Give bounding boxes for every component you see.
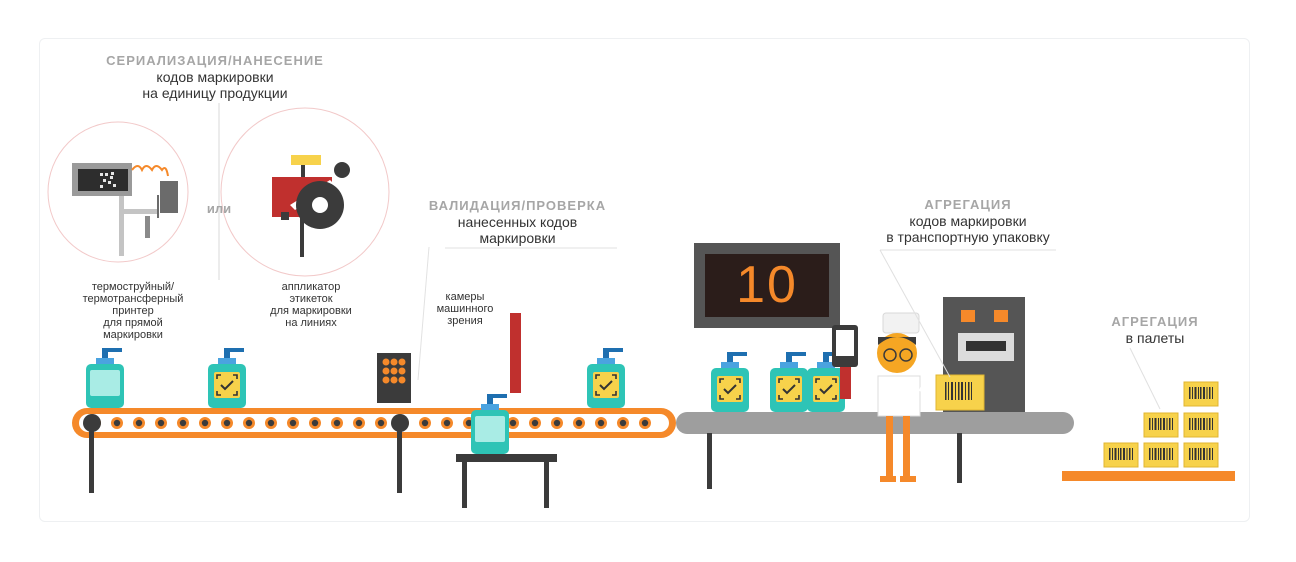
applicator-caption-line: на линиях [285,317,337,330]
serialization-line2: на единицу продукции [142,85,288,102]
worker-icon [851,312,944,482]
applicator-caption-line: для маркировки [270,305,352,318]
or-label: или [206,201,232,216]
pointer-line [417,246,430,381]
diagram-frame [39,38,1250,522]
printer-caption: термоструйный/ термотрансферный принтер … [58,281,208,341]
applicator-caption: аппликатор этикеток для маркировки на ли… [236,281,386,329]
pallet-icon [1062,381,1235,481]
bottle-rejected [471,394,509,454]
printer-caption-line: принтер [112,305,154,318]
aggregation-pallet-title: АГРЕГАЦИЯ [1111,314,1199,329]
serialization-line1: кодов маркировки [156,68,274,85]
bottle-uncoded [86,348,124,408]
printer-caption-line: термоструйный/ [91,281,175,293]
aggregation-table [676,412,1074,489]
pointer-line [879,249,951,378]
counter-display [694,243,840,328]
printer-icon [47,121,189,263]
printer-caption-line: для прямой [103,317,163,330]
label-applicator-icon [220,107,390,277]
reject-table [456,454,557,508]
printer-caption-line: маркировки [103,329,163,342]
aggregation-box-line2: в транспортную упаковку [886,229,1050,246]
serialization-title: СЕРИАЛИЗАЦИЯ/НАНЕСЕНИЕ [106,53,324,68]
applicator-caption-line: этикеток [289,293,333,306]
bottle-coded [769,351,809,413]
left-conveyor [72,408,676,493]
pointer-line [1129,347,1161,410]
applicator-caption-line: аппликатор [281,281,341,293]
camera-caption-line: зрения [447,315,483,328]
camera-caption: камеры машинного зрения [420,291,510,327]
bottle-coded [586,347,626,409]
camera-caption-line: машинного [436,303,494,316]
aggregation-box-heading: АГРЕГАЦИЯ кодов маркировки в транспортну… [858,197,1078,246]
validation-line1: нанесенных кодов [457,213,578,230]
validation-line2: маркировки [479,230,556,247]
handheld-scanner-icon [832,325,858,399]
aggregation-pallet-line1: в палеты [1125,329,1185,346]
reject-pusher [510,313,521,393]
printer-caption-line: термотрансферный [82,293,184,306]
vision-camera-icon [377,353,411,403]
validation-title: ВАЛИДАЦИЯ/ПРОВЕРКА [428,198,607,213]
aggregation-pallet-heading: АГРЕГАЦИЯ в палеты [1100,314,1210,346]
bottle-coded [207,347,247,409]
bottle-coded [710,351,750,413]
validation-heading: ВАЛИДАЦИЯ/ПРОВЕРКА нанесенных кодов марк… [410,198,625,247]
aggregation-box-title: АГРЕГАЦИЯ [924,197,1012,212]
transport-box-icon [935,374,985,411]
serialization-heading: СЕРИАЛИЗАЦИЯ/НАНЕСЕНИЕ кодов маркировки … [60,53,370,102]
counter-value: 10 [736,256,798,314]
aggregation-box-line1: кодов маркировки [909,212,1027,229]
camera-caption-line: камеры [445,291,485,303]
